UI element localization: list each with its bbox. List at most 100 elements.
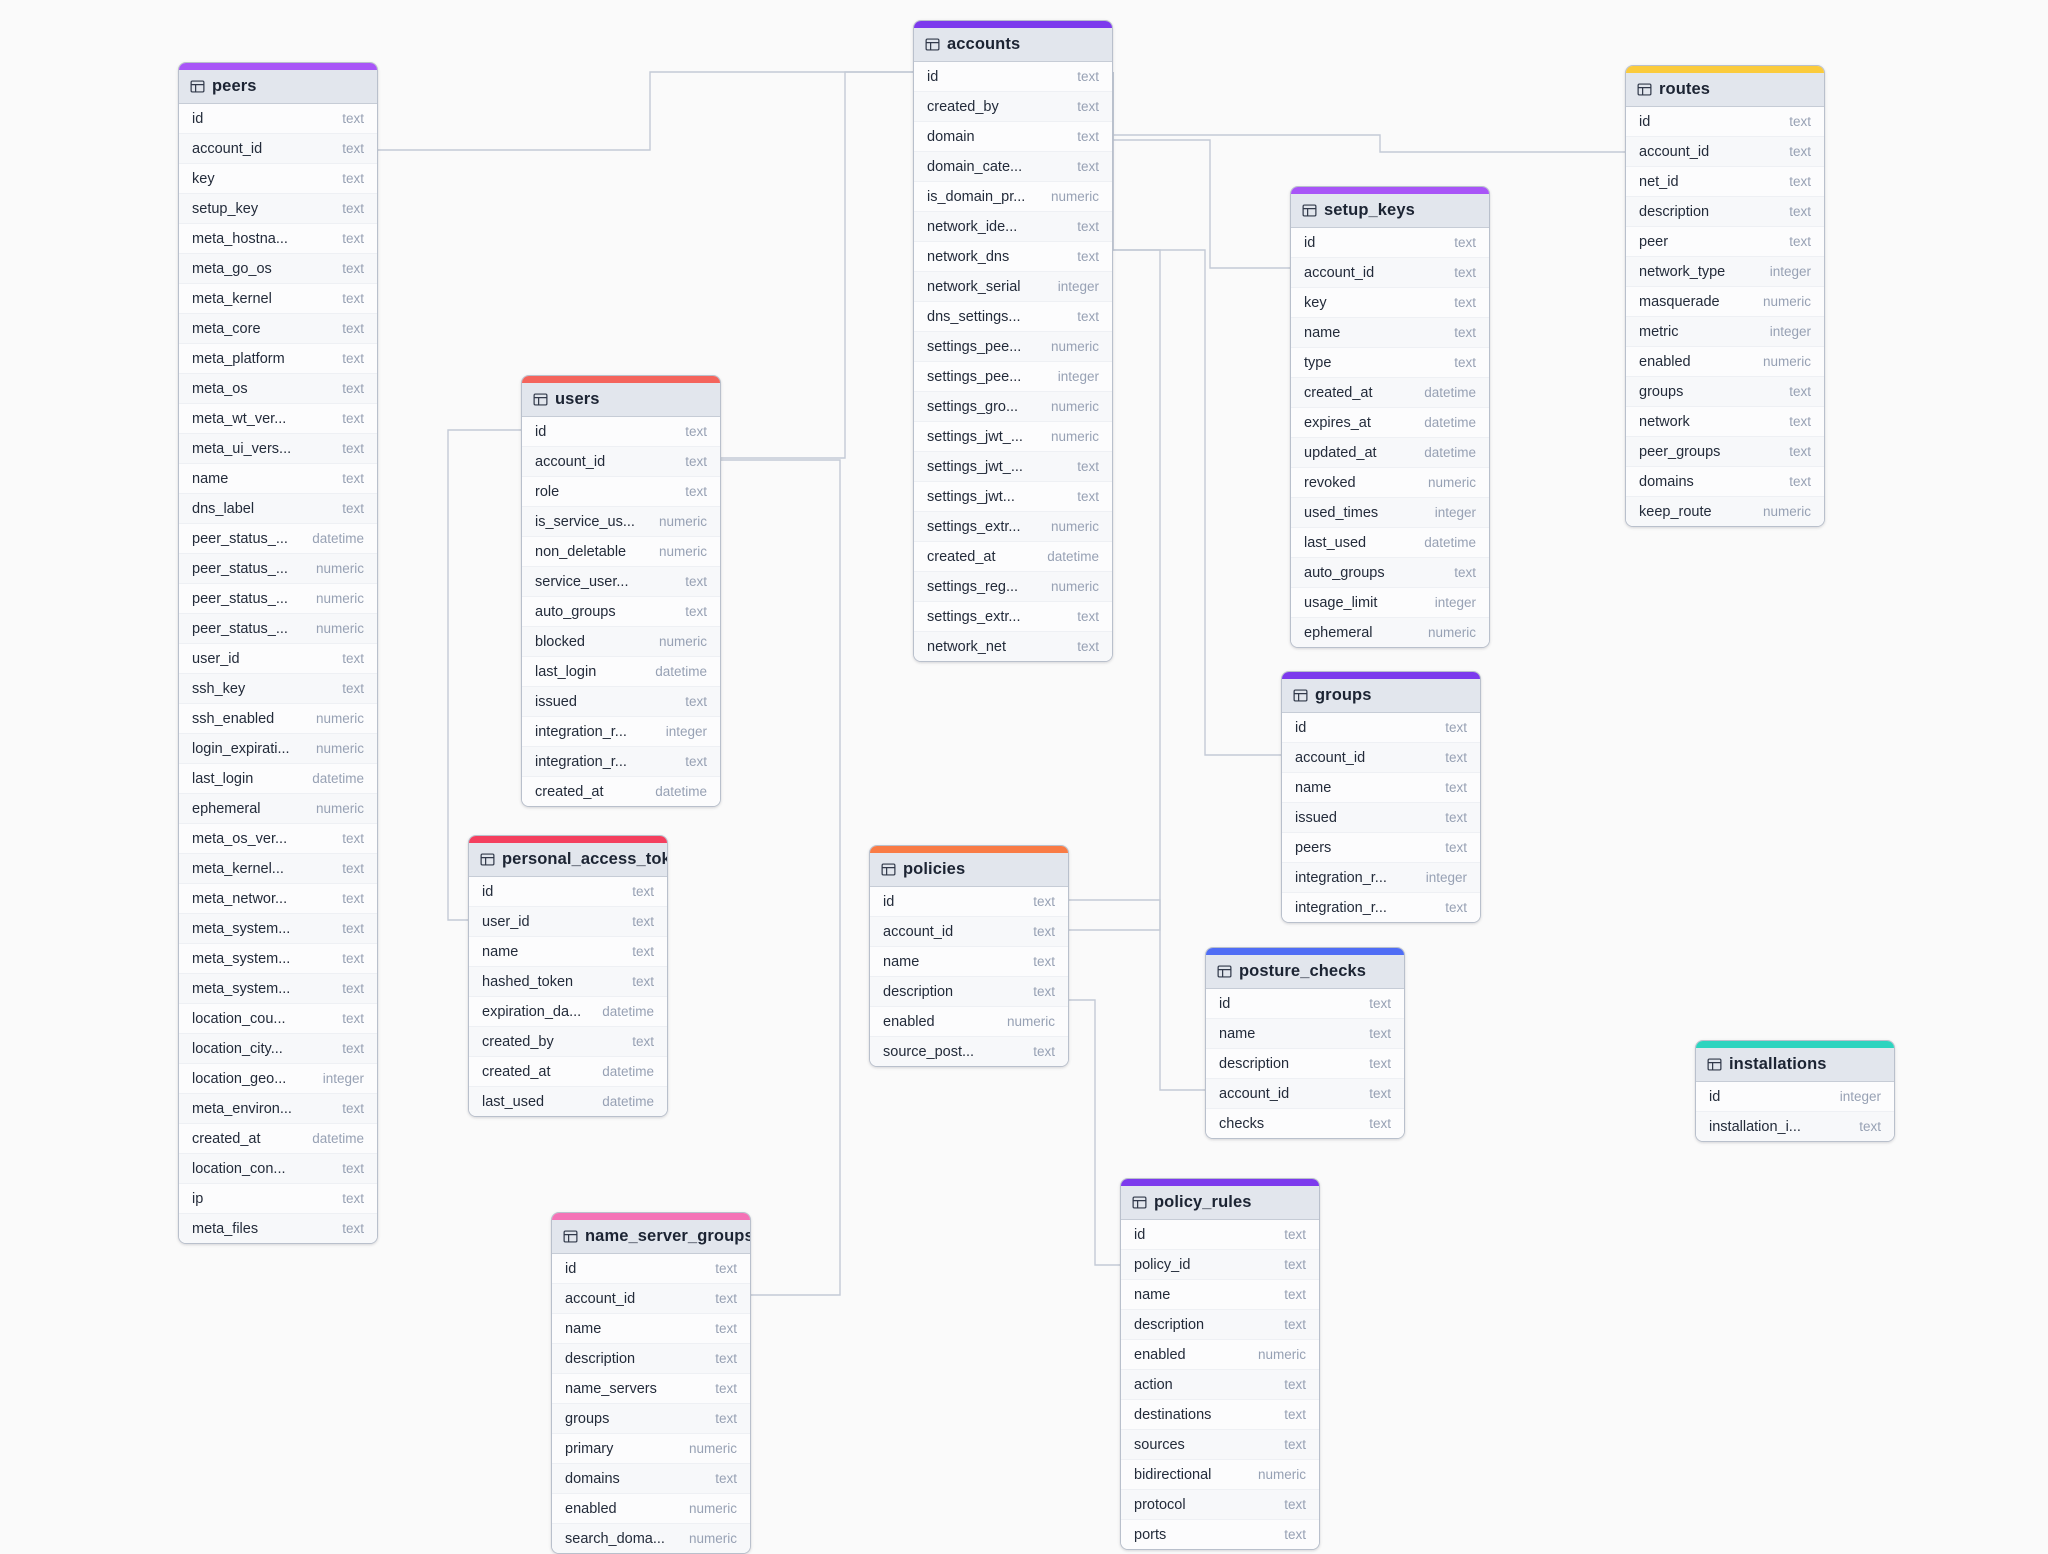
column-row[interactable]: peer_status_...datetime [179, 524, 377, 554]
column-row[interactable]: settings_pee...numeric [914, 332, 1112, 362]
column-row[interactable]: location_city...text [179, 1034, 377, 1064]
column-row[interactable]: meta_system...text [179, 974, 377, 1004]
table-header[interactable]: setup_keys [1291, 194, 1489, 228]
column-row[interactable]: integration_r...text [522, 747, 720, 777]
column-row[interactable]: location_geo...integer [179, 1064, 377, 1094]
column-row[interactable]: integration_r...integer [1282, 863, 1480, 893]
table-header[interactable]: peers [179, 70, 377, 104]
column-row[interactable]: meta_os_ver...text [179, 824, 377, 854]
column-row[interactable]: integration_r...text [1282, 893, 1480, 922]
column-row[interactable]: settings_gro...numeric [914, 392, 1112, 422]
column-row[interactable]: service_user...text [522, 567, 720, 597]
table-header[interactable]: personal_access_tokens [469, 843, 667, 877]
column-row[interactable]: expiration_da...datetime [469, 997, 667, 1027]
column-row[interactable]: network_ide...text [914, 212, 1112, 242]
column-row[interactable]: settings_reg...numeric [914, 572, 1112, 602]
table-header[interactable]: policy_rules [1121, 1186, 1319, 1220]
column-row[interactable]: settings_jwt_...text [914, 452, 1112, 482]
table-header[interactable]: posture_checks [1206, 955, 1404, 989]
column-row[interactable]: meta_kernel...text [179, 854, 377, 884]
column-row[interactable]: peer_status_...numeric [179, 554, 377, 584]
column-row[interactable]: meta_environ...text [179, 1094, 377, 1124]
column-row[interactable]: source_post...text [870, 1037, 1068, 1066]
column-row[interactable]: peer_status_...numeric [179, 584, 377, 614]
column-row[interactable]: location_cou...text [179, 1004, 377, 1034]
column-row[interactable]: meta_networ...text [179, 884, 377, 914]
column-row[interactable]: search_doma...numeric [552, 1524, 750, 1553]
column-row[interactable]: settings_jwt...text [914, 482, 1112, 512]
column-row[interactable]: is_service_us...numeric [522, 507, 720, 537]
column-row[interactable]: peer_status_...numeric [179, 614, 377, 644]
table-header[interactable]: installations [1696, 1048, 1894, 1082]
table-header[interactable]: policies [870, 853, 1068, 887]
